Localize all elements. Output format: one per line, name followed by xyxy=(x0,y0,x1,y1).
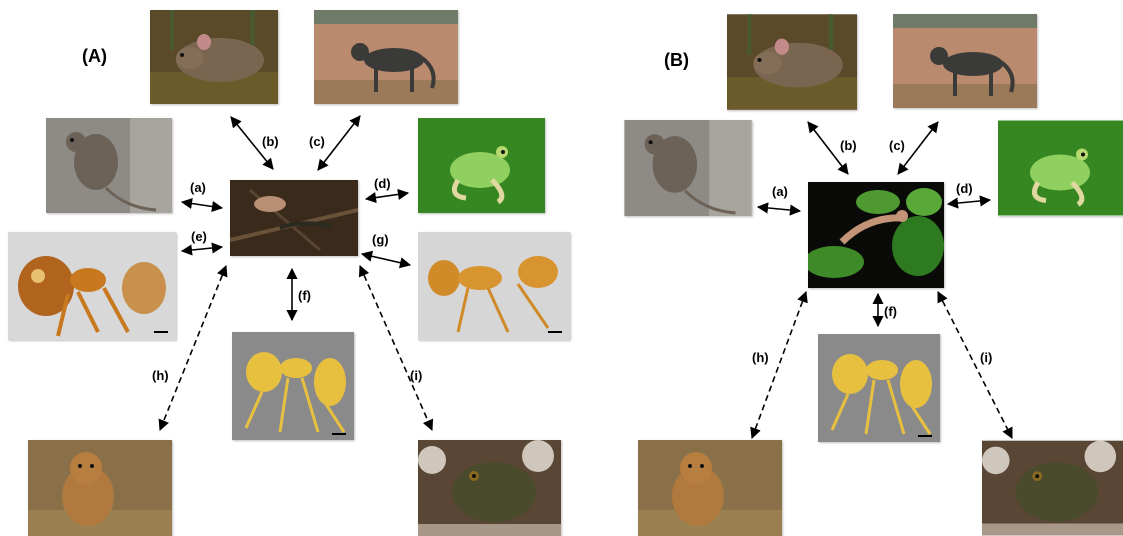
arrow-d xyxy=(366,193,408,199)
ant-photo-left xyxy=(8,232,176,340)
arrow-a xyxy=(182,202,222,208)
label-a: (a) xyxy=(772,184,788,199)
mongoose-photo xyxy=(28,440,172,536)
rodent-photo xyxy=(624,120,752,216)
rat-photo xyxy=(727,14,857,110)
arrow-a xyxy=(758,207,800,211)
arrow-b xyxy=(231,117,273,169)
arrow-i xyxy=(938,292,1012,438)
ant-photo-center xyxy=(818,334,940,442)
arrow-g xyxy=(362,254,410,265)
arrow-h xyxy=(752,292,806,438)
label-f: (f) xyxy=(298,288,311,303)
label-h: (h) xyxy=(152,368,169,383)
label-d: (d) xyxy=(956,181,973,196)
label-c: (c) xyxy=(889,138,905,153)
mongoose-photo xyxy=(638,440,782,536)
panel-label: (A) xyxy=(82,46,107,67)
label-e: (e) xyxy=(191,229,207,244)
label-b: (b) xyxy=(262,134,279,149)
label-b: (b) xyxy=(840,138,857,153)
arrow-e xyxy=(182,247,222,251)
label-f: (f) xyxy=(884,304,897,319)
rodent-photo xyxy=(46,118,172,213)
frog-photo xyxy=(998,120,1123,216)
frog-photo xyxy=(418,118,545,213)
panel-a: (A) xyxy=(0,0,561,536)
panel-b: (B) (a) xyxy=(562,0,1123,536)
toad-photo xyxy=(982,440,1123,536)
label-g: (g) xyxy=(372,232,389,247)
panel-label: (B) xyxy=(664,50,689,71)
lizard-photo xyxy=(230,180,358,256)
ant-photo-right xyxy=(418,232,570,340)
rat-photo xyxy=(150,10,278,104)
label-d: (d) xyxy=(374,176,391,191)
label-i: (i) xyxy=(980,350,992,365)
arrow-b xyxy=(808,122,848,174)
label-i: (i) xyxy=(410,368,422,383)
arrow-c xyxy=(898,122,938,174)
gecko-photo xyxy=(808,182,944,288)
arrow-d xyxy=(948,200,990,204)
label-c: (c) xyxy=(309,134,325,149)
arrow-c xyxy=(318,116,360,170)
ant-photo-center xyxy=(232,332,354,440)
label-a: (a) xyxy=(190,180,206,195)
label-h: (h) xyxy=(752,350,769,365)
toad-photo xyxy=(418,440,561,536)
cat-photo xyxy=(893,14,1037,108)
cat-photo xyxy=(314,10,458,104)
